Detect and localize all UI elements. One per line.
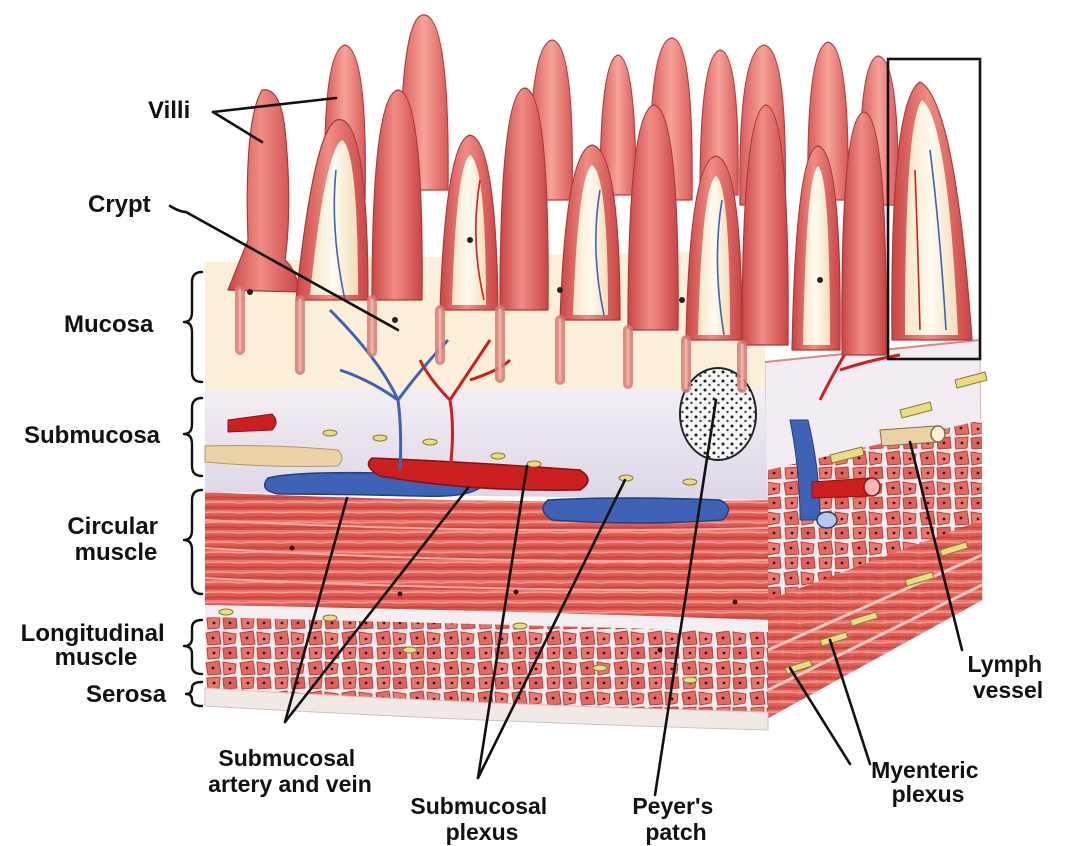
- label-myenteric-plexus: Myenteric plexus: [871, 757, 985, 807]
- tissue-block-side-face: [765, 340, 982, 718]
- label-submucosa: Submucosa: [24, 422, 161, 449]
- label-villi: Villi: [148, 97, 190, 124]
- label-peyers-patch: Peyer's patch: [632, 793, 719, 845]
- label-submucosal-plexus: Submucosal plexus: [410, 793, 553, 845]
- submucosa-brace: [184, 398, 202, 476]
- mucosa-brace: [184, 272, 202, 382]
- layer-braces: [184, 272, 202, 706]
- longitudinal-muscle-brace: [184, 620, 202, 674]
- label-circular-muscle: Circular muscle: [67, 513, 164, 566]
- circular-muscle-brace: [184, 490, 202, 594]
- label-mucosa: Mucosa: [64, 311, 154, 338]
- serosa-brace: [186, 682, 202, 706]
- label-lymph-vessel: Lymph vessel: [968, 651, 1049, 703]
- label-serosa: Serosa: [86, 681, 167, 708]
- label-longitudinal-muscle: Longitudinal muscle: [21, 620, 172, 671]
- label-crypt: Crypt: [88, 191, 151, 218]
- label-submucosal-artery-vein: Submucosal artery and vein: [208, 745, 372, 797]
